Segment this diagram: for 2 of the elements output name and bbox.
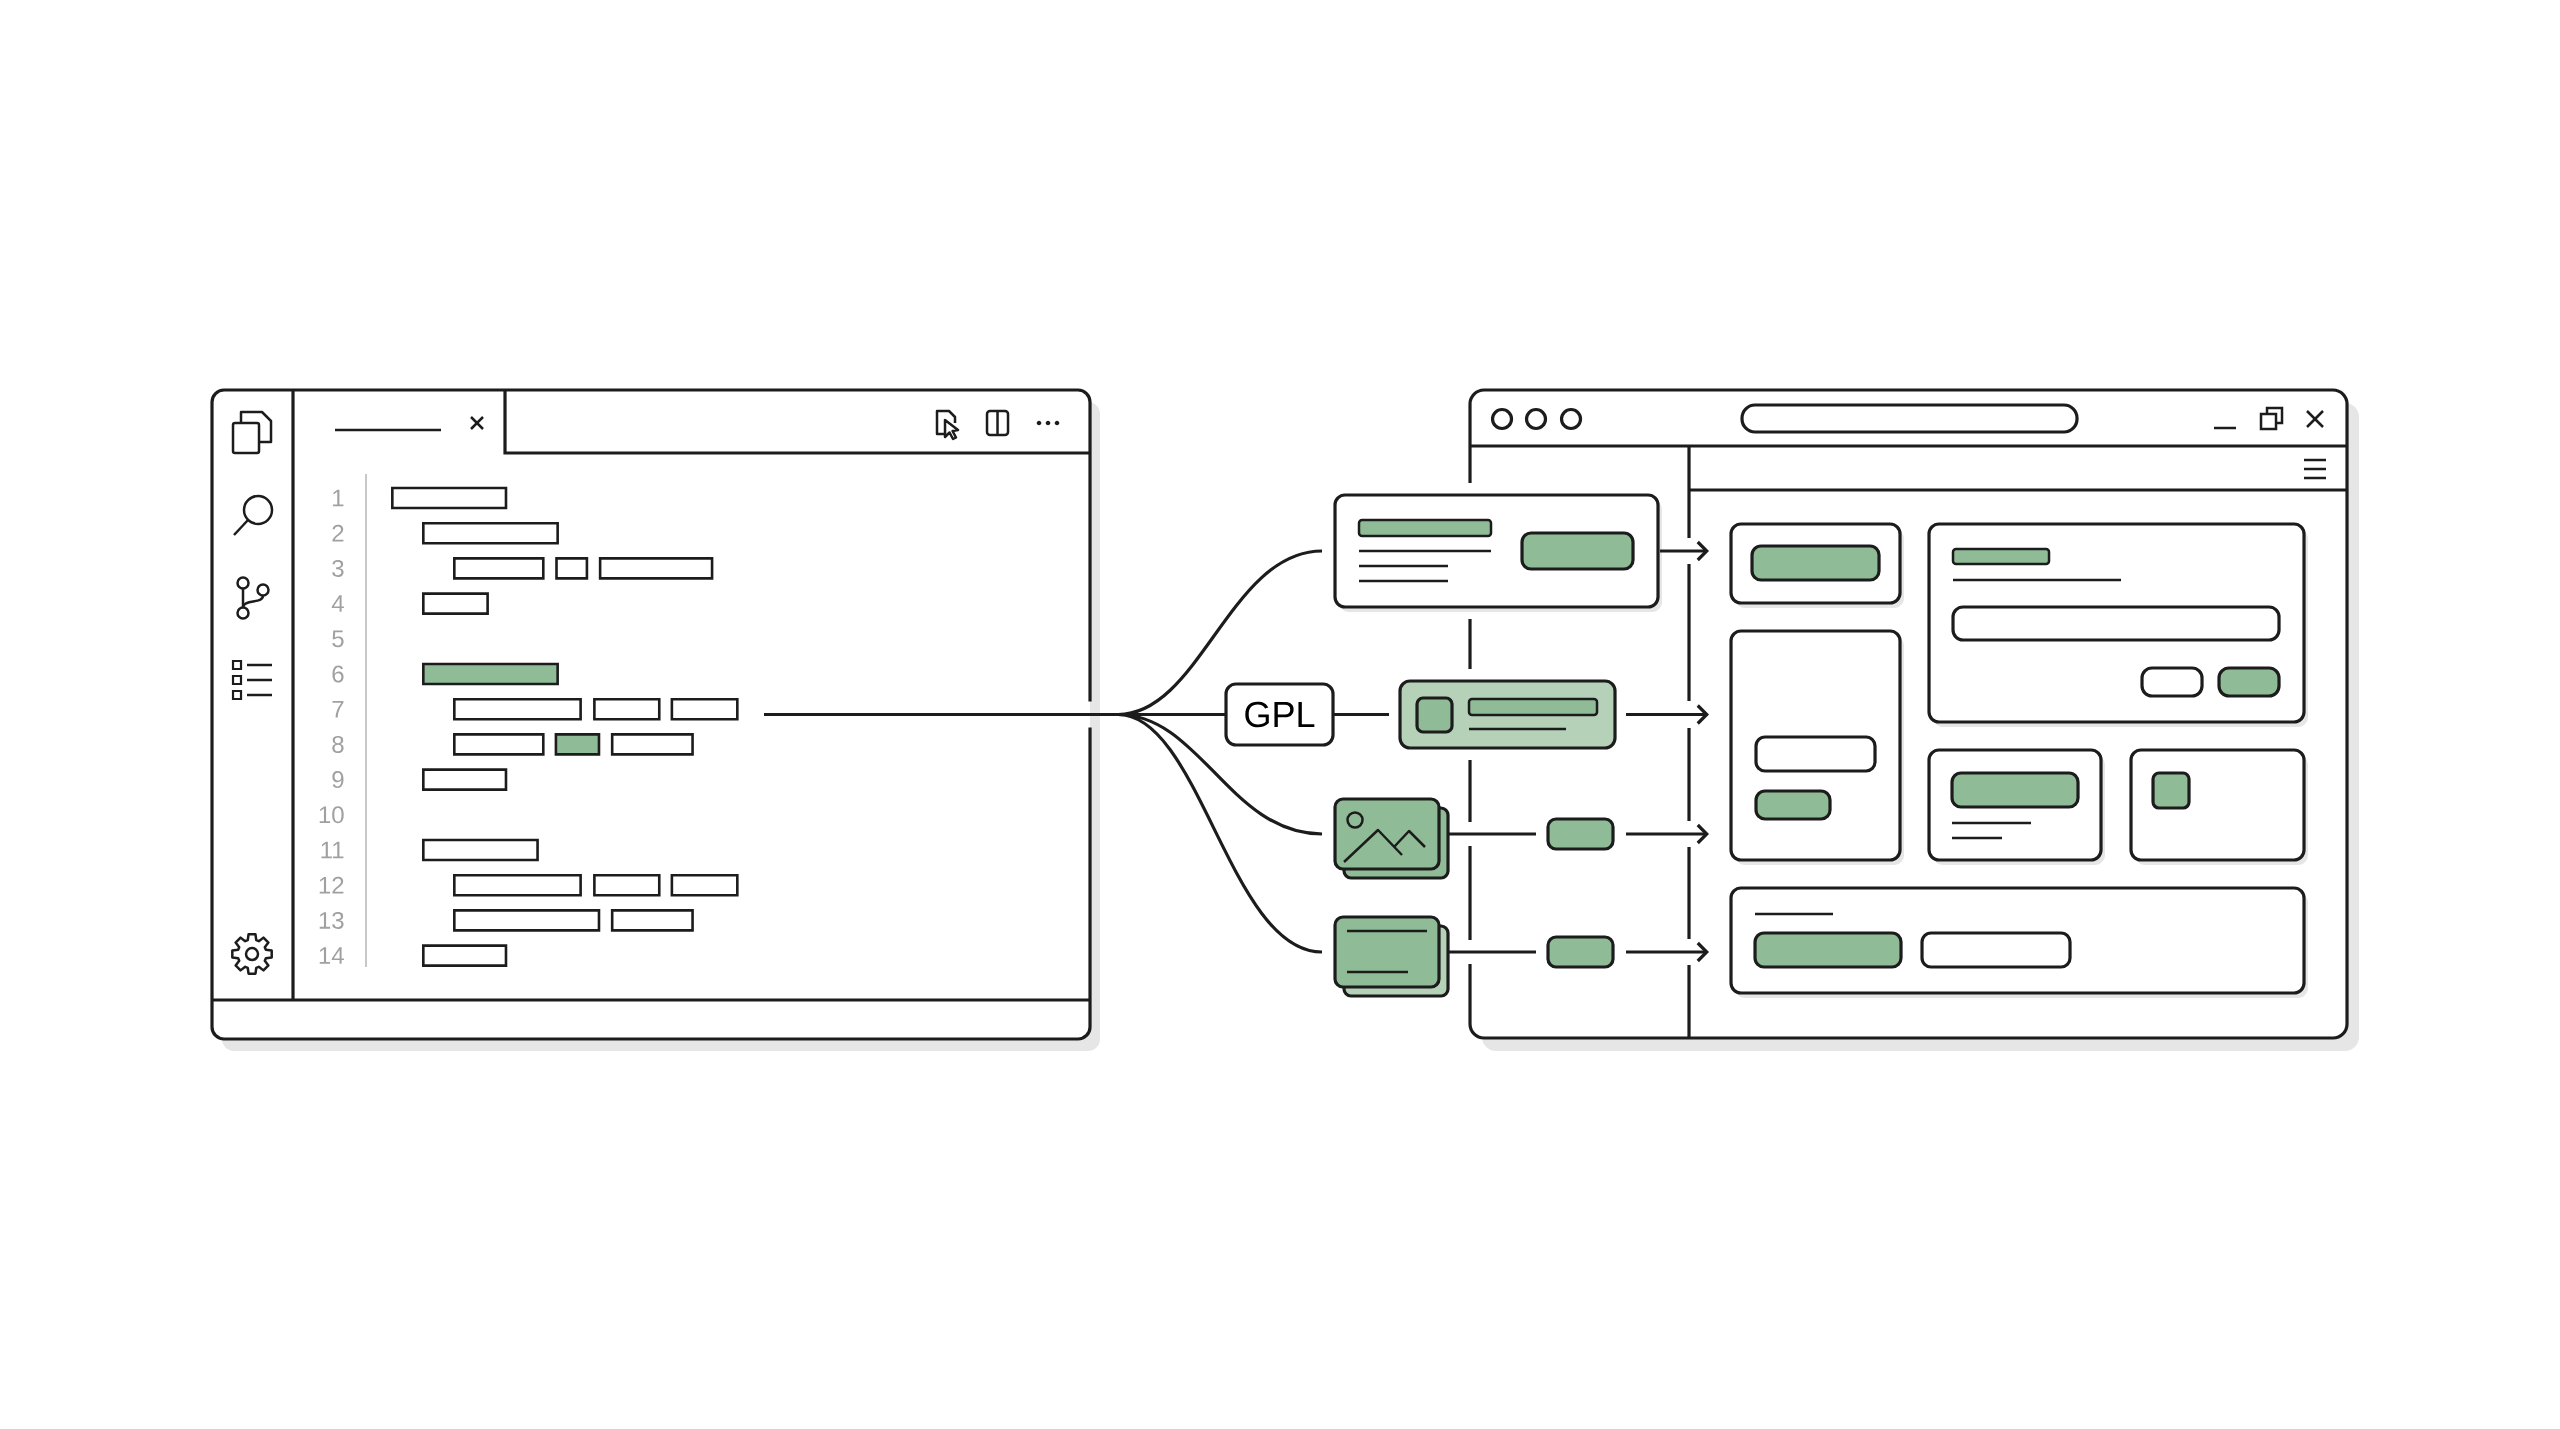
- connector: [1333, 712, 1389, 717]
- label-box: GPL: [1224, 682, 1335, 747]
